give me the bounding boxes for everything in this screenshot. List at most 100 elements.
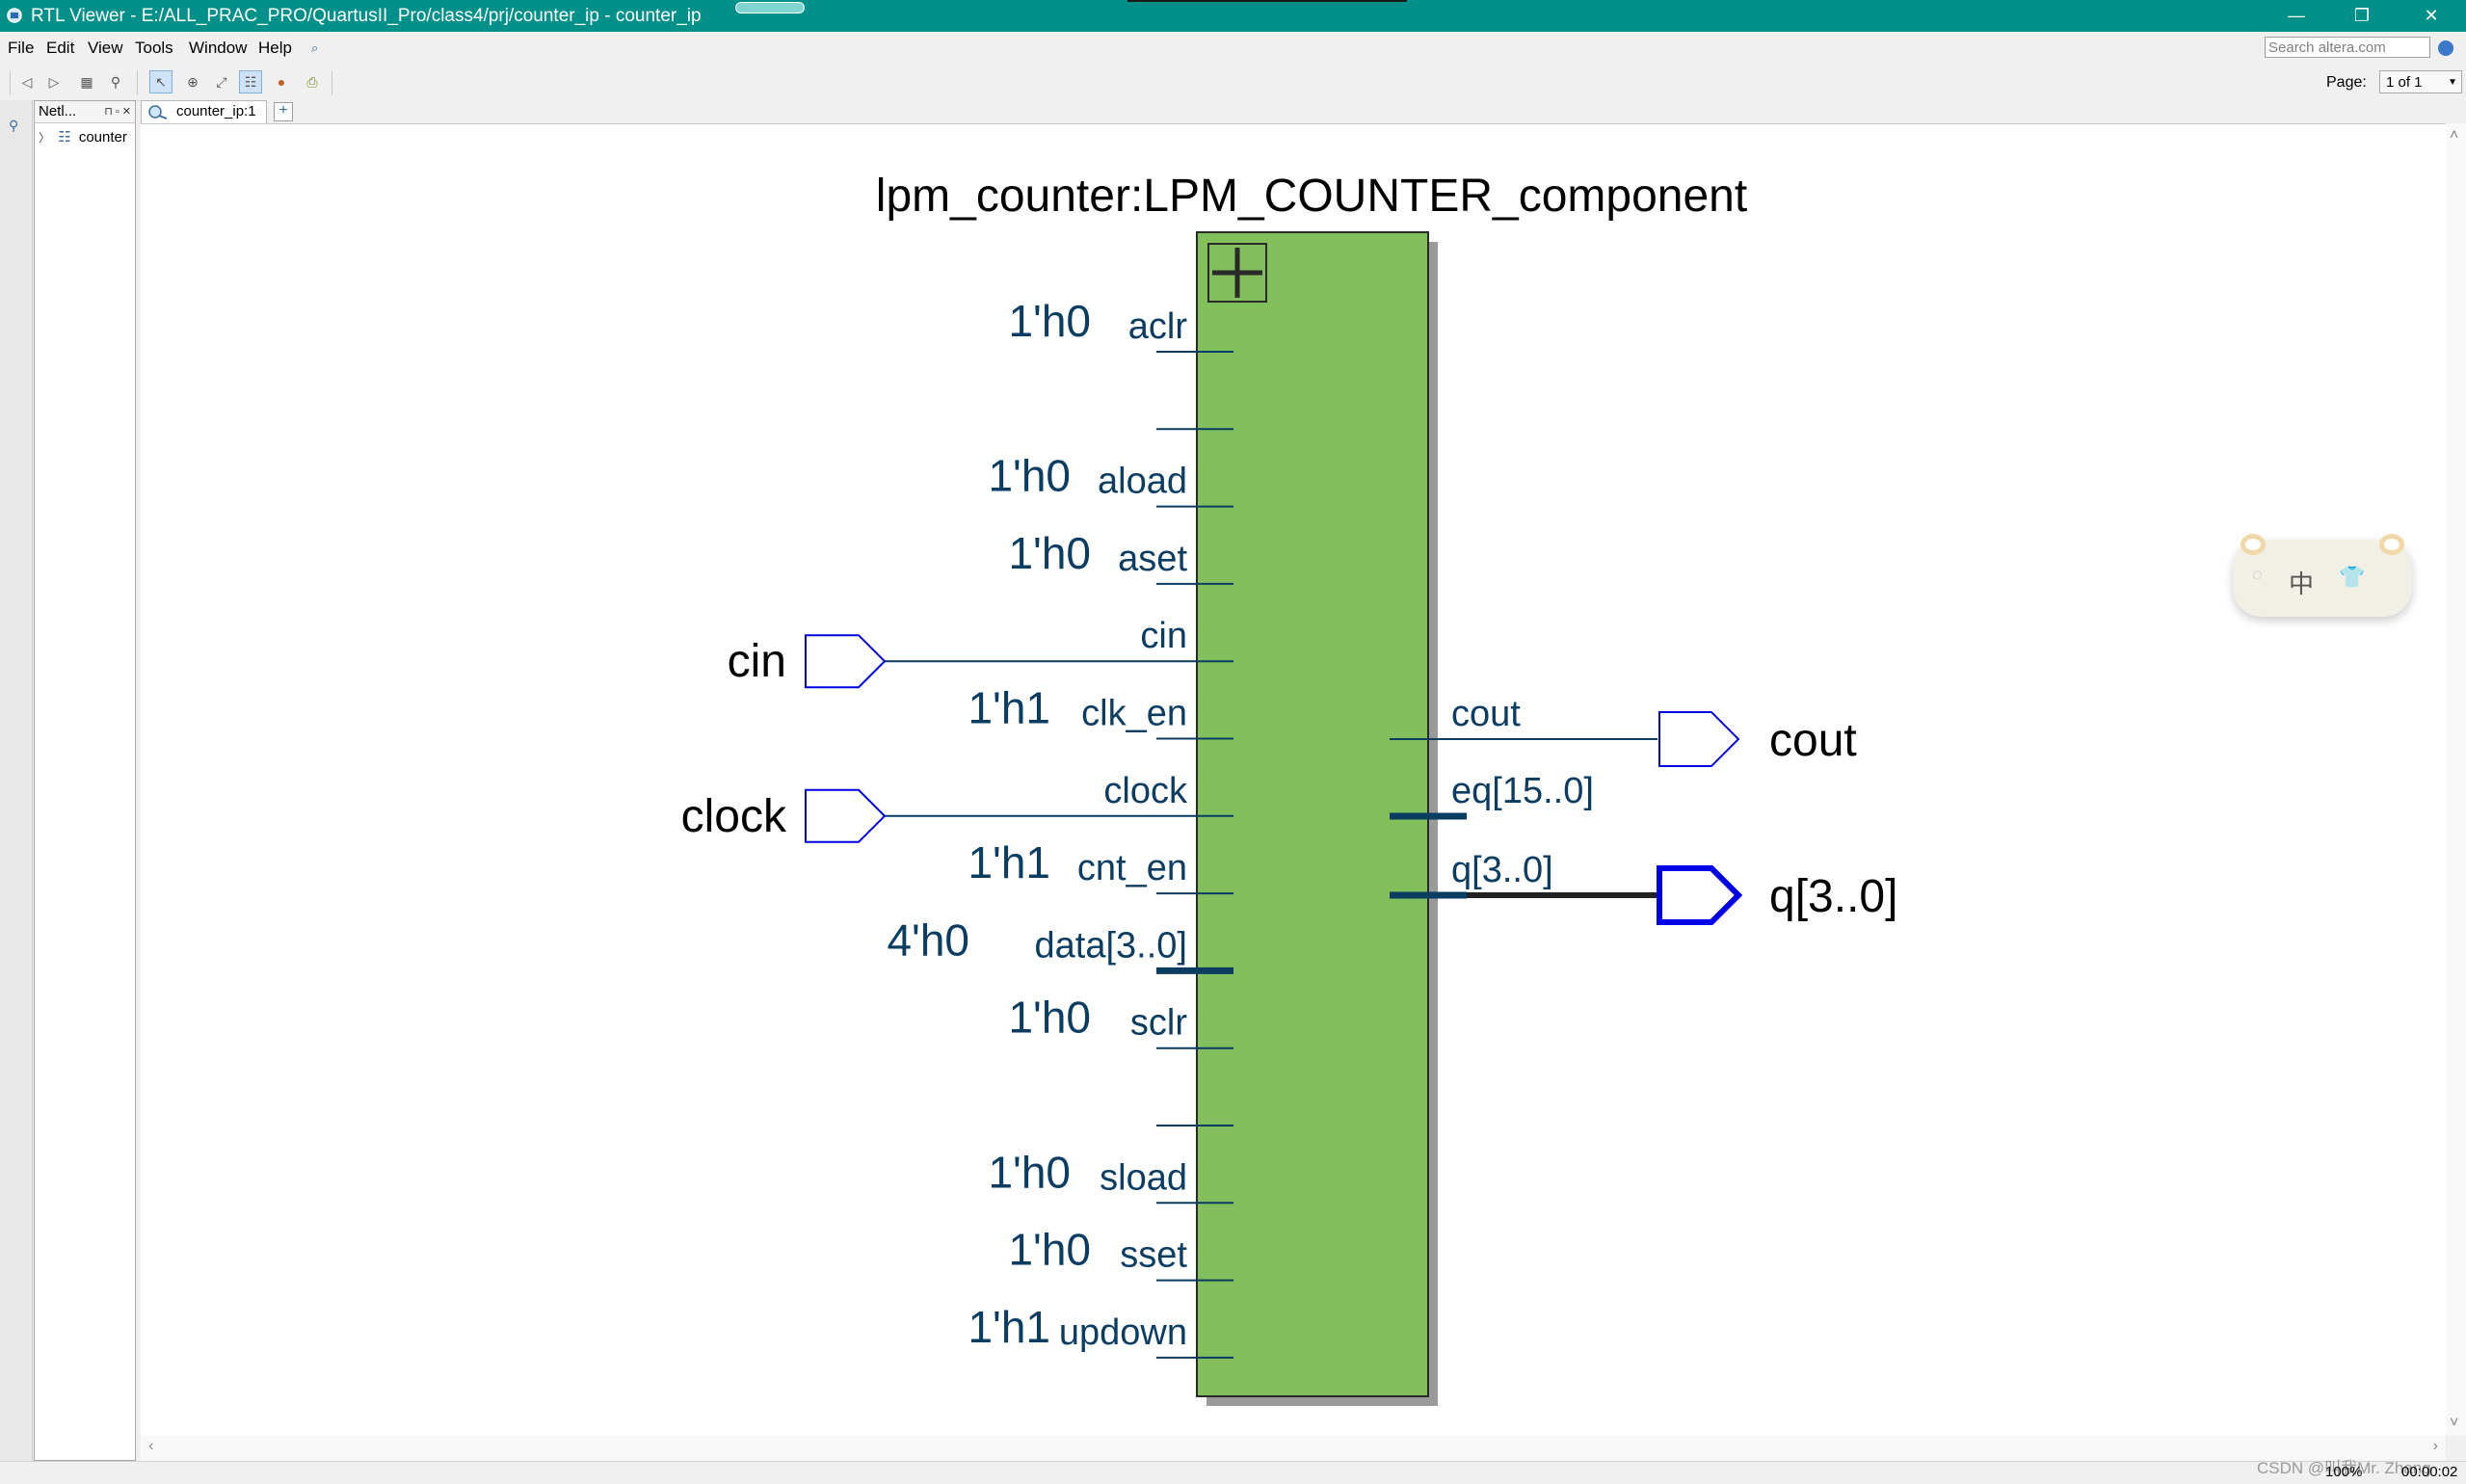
menu-help[interactable]: Help (258, 39, 292, 57)
close-button[interactable]: ✕ (2424, 6, 2439, 25)
page-select[interactable]: 1 of 1 ▼ (2379, 70, 2462, 93)
port-label-clock: clock (1103, 771, 1188, 811)
port-label-data[3..0]: data[3..0] (1035, 925, 1187, 966)
horizontal-scrollbar[interactable]: ‹ › (141, 1436, 2446, 1461)
left-dock-strip: ⚲ (0, 100, 33, 1461)
tree-item-counter[interactable]: counter (78, 129, 127, 146)
color-icon[interactable]: ● (277, 74, 286, 90)
elapsed-time: 00:00:02 (2401, 1464, 2458, 1480)
instance-title: lpm_counter:LPM_COUNTER_component (876, 171, 1747, 222)
netlist-view-icon[interactable]: ▦ (80, 73, 93, 90)
print-icon[interactable]: ⎙ (306, 73, 318, 90)
top-edge-bar (1127, 0, 1407, 2)
menu-tools[interactable]: Tools (135, 39, 173, 57)
toolbar-grip (10, 70, 11, 95)
port-label-aload: aload (1098, 462, 1187, 502)
port-label-eq[15..0]: eq[15..0] (1451, 771, 1594, 811)
tab-counter-ip[interactable]: counter_ip:1 (141, 100, 267, 123)
rtl-document-icon (148, 105, 168, 119)
forward-icon[interactable]: ▷ (48, 73, 60, 90)
const-value-data[3..0]: 4'h0 (887, 914, 969, 965)
dock-pin-icon[interactable]: ⚲ (9, 118, 19, 133)
globe-icon[interactable] (2438, 40, 2453, 56)
menu-bar: File Edit View Tools Window Help ⌕ Searc… (0, 32, 2466, 65)
help-context-icon[interactable]: ⌕ (311, 40, 319, 55)
document-tab-strip: counter_ip:1 + (141, 100, 2466, 123)
const-value-sload: 1'h0 (988, 1147, 1071, 1197)
chevron-down-icon: ▼ (2448, 77, 2457, 88)
const-value-sclr: 1'h0 (1008, 993, 1091, 1043)
output-pin-q[3..0][interactable] (1657, 865, 1743, 925)
restore-button[interactable]: ❐ (2353, 6, 2371, 25)
ime-skin-icon[interactable]: 👕 (2339, 565, 2366, 589)
port-label-sset: sset (1120, 1235, 1187, 1276)
minimize-button[interactable]: — (2288, 6, 2305, 25)
netlist-panel-title: Netl... (39, 103, 77, 119)
hierarchy-icon[interactable]: ☷ (239, 70, 262, 93)
toolbar-separator (137, 70, 138, 95)
port-label-cout: cout (1451, 694, 1521, 734)
port-label-clk_en: clk_en (1081, 694, 1187, 734)
fit-window-icon[interactable]: ⤢ (216, 73, 227, 90)
add-tab-icon[interactable]: + (274, 102, 293, 121)
const-value-updown: 1'h1 (968, 1302, 1050, 1352)
port-label-cin: cin (1140, 616, 1187, 656)
netlist-navigator-panel: Netl... ⊓ ▫ ✕ 〉 ☷ counter (34, 100, 136, 1461)
port-label-aclr: aclr (1128, 306, 1188, 347)
zoom-level: 100% (2325, 1464, 2363, 1480)
const-value-aset: 1'h0 (1008, 528, 1091, 578)
rtl-viewer-app-icon (7, 8, 22, 23)
page-label: Page: (2326, 74, 2367, 91)
port-label-cnt_en: cnt_en (1077, 848, 1187, 888)
ime-status-icon: ◌ (2252, 565, 2263, 584)
zoom-tool-icon[interactable]: ⊕ (187, 73, 199, 90)
const-value-cnt_en: 1'h1 (968, 837, 1050, 888)
page-select-value: 1 of 1 (2386, 74, 2423, 91)
const-value-sset: 1'h0 (1008, 1225, 1091, 1275)
ime-ear-right (2379, 534, 2404, 555)
watermark-text: CSDN @叫我Mr. Zhang (2257, 1459, 2431, 1477)
port-label-sload: sload (1100, 1157, 1187, 1198)
input-pin-clock[interactable] (805, 788, 887, 843)
hierarchy-node-icon: ☷ (58, 129, 71, 146)
pin-label-q[3..0]: q[3..0] (1769, 871, 1897, 922)
ime-floating-toolbar[interactable]: ◌ 中 👕 (2233, 534, 2412, 617)
ime-chinese-mode[interactable]: 中 (2289, 570, 2315, 598)
menu-window[interactable]: Window (189, 39, 248, 57)
ime-ear-left (2241, 534, 2266, 555)
scroll-left-icon[interactable]: ‹ (148, 1438, 154, 1454)
port-label-sclr: sclr (1130, 1003, 1187, 1044)
scroll-down-icon[interactable]: ˅ (2450, 1415, 2459, 1431)
panel-controls-icon[interactable]: ⊓ ▫ ✕ (104, 106, 131, 118)
window-title: RTL Viewer - E:/ALL_PRAC_PRO/QuartusII_P… (31, 6, 702, 26)
find-icon[interactable]: ⚲ (110, 73, 121, 90)
scroll-right-icon[interactable]: › (2432, 1438, 2438, 1454)
port-label-updown: updown (1059, 1312, 1187, 1353)
netlist-panel-header: Netl... ⊓ ▫ ✕ (35, 101, 135, 123)
menu-file[interactable]: File (8, 39, 35, 57)
output-pin-cout[interactable] (1658, 711, 1740, 767)
const-value-aload: 1'h0 (988, 451, 1071, 501)
status-bar: CSDN @叫我Mr. Zhang 100% 00:00:02 (0, 1459, 2466, 1484)
pin-label-cout: cout (1769, 715, 1857, 766)
pin-label-cin: cin (728, 636, 786, 687)
expand-arrow-icon[interactable]: 〉 (39, 131, 51, 145)
menu-edit[interactable]: Edit (46, 39, 75, 57)
toolbar: ◁ ▷ ▦ ⚲ ↖ ⊕ ⤢ ☷ ● ⎙ Page: 1 of 1 ▼ (0, 65, 2466, 101)
input-pin-cin[interactable] (805, 634, 887, 689)
title-bar: RTL Viewer - E:/ALL_PRAC_PRO/QuartusII_P… (0, 0, 2466, 32)
back-icon[interactable]: ◁ (21, 73, 33, 90)
menu-view[interactable]: View (88, 39, 123, 57)
search-input[interactable]: Search altera.com (2265, 37, 2430, 58)
tab-label: counter_ip:1 (176, 103, 256, 119)
pin-label-clock: clock (681, 791, 787, 842)
toolbar-separator (331, 70, 332, 95)
port-label-q[3..0]: q[3..0] (1451, 850, 1553, 890)
scroll-up-icon[interactable]: ˄ (2450, 127, 2459, 144)
port-label-aset: aset (1118, 539, 1187, 579)
vertical-scrollbar[interactable]: ˄ ˅ (2446, 123, 2466, 1436)
expand-block-icon[interactable] (1207, 243, 1267, 303)
select-tool-icon[interactable]: ↖ (149, 70, 172, 93)
